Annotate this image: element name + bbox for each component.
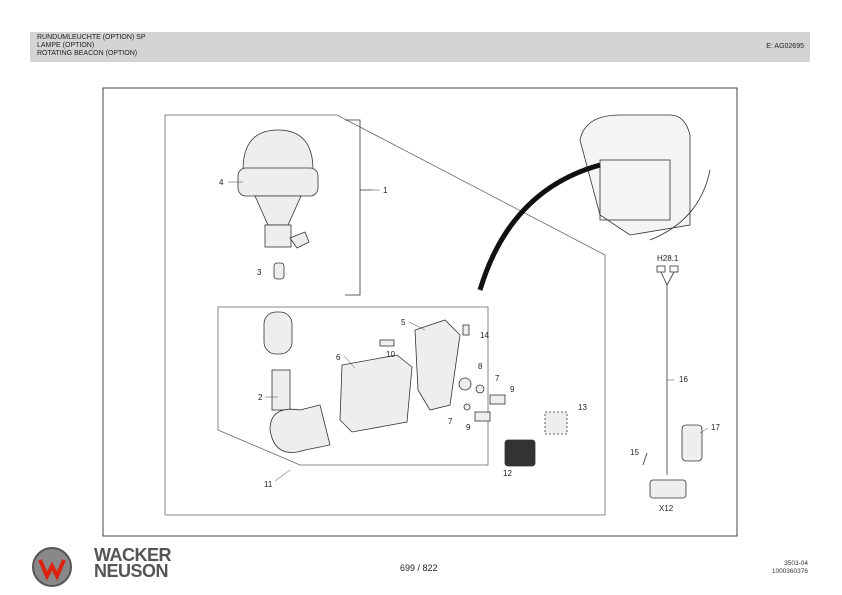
doc-number: 1000360376 xyxy=(771,568,808,575)
header-title: RUNDUMLEUCHTE (OPTION) SP LAMPE (OPTION)… xyxy=(37,34,146,58)
bracket-parts xyxy=(263,311,568,467)
callout-1: 1 xyxy=(383,186,388,195)
callout-10: 10 xyxy=(386,350,395,359)
title-line-de: RUNDUMLEUCHTE (OPTION) SP xyxy=(37,34,146,41)
callout-2: 2 xyxy=(258,393,263,402)
callout-17: 17 xyxy=(711,423,720,432)
callout-4: 4 xyxy=(219,178,224,187)
brand-name: WACKER NEUSON xyxy=(94,545,172,581)
brand-line2: NEUSON xyxy=(94,561,169,581)
callout-3: 3 xyxy=(257,268,262,277)
callout-16: 16 xyxy=(679,375,688,384)
callout-9a: 9 xyxy=(510,385,515,394)
callout-6: 6 xyxy=(336,353,341,362)
callout-15: 15 xyxy=(630,448,639,457)
callout-13: 13 xyxy=(578,403,587,412)
callout-x12: X12 xyxy=(659,504,674,513)
title-line-en: ROTATING BEACON (OPTION) xyxy=(37,50,138,57)
callout-14: 14 xyxy=(480,331,489,340)
wiring-harness xyxy=(642,265,703,499)
beacon-lamp xyxy=(237,129,319,280)
callout-11: 11 xyxy=(264,480,273,489)
title-line-fr: LAMPE (OPTION) xyxy=(37,42,95,49)
location-arrow xyxy=(477,162,601,291)
callout-8: 8 xyxy=(478,362,483,371)
callout-9b: 9 xyxy=(466,423,471,432)
callout-12: 12 xyxy=(503,469,512,478)
callout-7b: 7 xyxy=(448,417,453,426)
brand-line1: WACKER xyxy=(94,545,172,565)
wacker-neuson-logo-icon xyxy=(32,547,72,587)
callout-7a: 7 xyxy=(495,374,500,383)
page-number: 699 / 822 xyxy=(400,563,438,573)
callout-h28-1: H28.1 xyxy=(657,254,679,263)
drawing-code: E: AG02695 xyxy=(766,43,804,50)
document-reference: 3503-04 1000360376 xyxy=(772,560,808,576)
page-header: RUNDUMLEUCHTE (OPTION) SP LAMPE (OPTION)… xyxy=(30,32,810,62)
callout-5: 5 xyxy=(401,318,406,327)
doc-version: 3503-04 xyxy=(784,560,808,567)
cab-illustration xyxy=(579,114,711,241)
